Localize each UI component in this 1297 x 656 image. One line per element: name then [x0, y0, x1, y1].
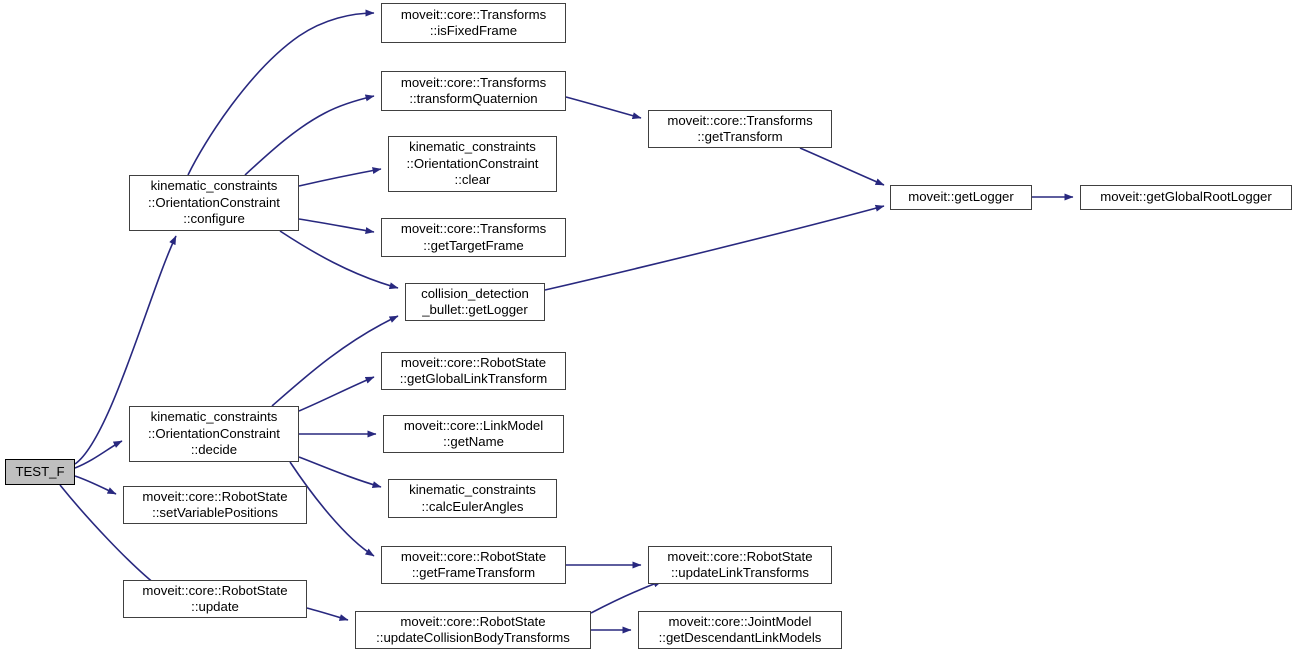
graph-node-update_collision_body_transforms[interactable]: moveit::core::RobotState ::updateCollisi…: [355, 611, 591, 649]
graph-node-label: moveit::core::RobotState ::updateLinkTra…: [667, 548, 813, 580]
graph-node-label: kinematic_constraints ::OrientationConst…: [406, 139, 539, 188]
graph-edge-transform_quaternion-to-get_transform: [565, 96, 642, 120]
graph-node-label: kinematic_constraints ::calcEulerAngles: [409, 482, 536, 514]
graph-node-label: moveit::getGlobalRootLogger: [1100, 189, 1272, 205]
graph-node-is_fixed_frame[interactable]: moveit::core::Transforms ::isFixedFrame: [381, 3, 566, 43]
graph-node-get_descendant_link_models[interactable]: moveit::core::JointModel ::getDescendant…: [638, 611, 842, 649]
graph-node-label: moveit::core::Transforms ::getTargetFram…: [400, 221, 547, 253]
graph-node-transform_quaternion[interactable]: moveit::core::Transforms ::transformQuat…: [381, 71, 566, 111]
graph-edge-configure-to-get_target_frame: [298, 218, 375, 235]
graph-node-label: moveit::core::RobotState ::setVariablePo…: [142, 488, 288, 520]
graph-node-update[interactable]: moveit::core::RobotState ::update: [123, 580, 307, 618]
graph-node-get_global_link_transform[interactable]: moveit::core::RobotState ::getGlobalLink…: [381, 352, 566, 390]
graph-node-label: moveit::core::LinkModel ::getName: [403, 417, 544, 449]
graph-node-configure[interactable]: kinematic_constraints ::OrientationConst…: [129, 175, 299, 231]
graph-edge-update-to-update_collision_body_transforms: [306, 607, 349, 621]
graph-node-label: moveit::core::RobotState ::update: [142, 582, 288, 614]
graph-node-get_logger[interactable]: moveit::getLogger: [890, 185, 1032, 210]
graph-node-test_f[interactable]: TEST_F: [5, 459, 75, 485]
graph-edge-update_collision_body_transforms-to-update_link_transforms: [590, 580, 663, 614]
graph-node-label: moveit::core::RobotState ::getFrameTrans…: [400, 548, 547, 580]
graph-node-label: moveit::core::RobotState ::getGlobalLink…: [399, 354, 548, 386]
graph-node-get_name[interactable]: moveit::core::LinkModel ::getName: [383, 415, 564, 453]
graph-node-label: moveit::core::RobotState ::updateCollisi…: [376, 613, 570, 645]
graph-node-update_link_transforms[interactable]: moveit::core::RobotState ::updateLinkTra…: [648, 546, 832, 584]
graph-edge-decide-to-calc_euler_angles: [298, 456, 382, 488]
graph-node-get_global_root_logger[interactable]: moveit::getGlobalRootLogger: [1080, 185, 1292, 210]
graph-node-label: kinematic_constraints ::OrientationConst…: [148, 409, 280, 458]
graph-node-label: collision_detection _bullet::getLogger: [421, 285, 529, 317]
graph-node-calc_euler_angles[interactable]: kinematic_constraints ::calcEulerAngles: [388, 479, 557, 518]
graph-node-label: TEST_F: [15, 463, 65, 479]
graph-node-bullet_get_logger[interactable]: collision_detection _bullet::getLogger: [405, 283, 545, 321]
graph-edge-configure-to-is_fixed_frame: [187, 9, 375, 176]
graph-edge-test_f-to-decide: [74, 440, 123, 469]
graph-node-get_target_frame[interactable]: moveit::core::Transforms ::getTargetFram…: [381, 218, 566, 257]
graph-edge-decide-to-get_global_link_transform: [298, 376, 375, 412]
graph-node-label: moveit::getLogger: [908, 189, 1014, 205]
graph-edge-configure-to-transform_quaternion: [244, 94, 375, 176]
graph-edge-get_transform-to-get_logger: [799, 147, 885, 186]
graph-node-get_frame_transform[interactable]: moveit::core::RobotState ::getFrameTrans…: [381, 546, 566, 584]
graph-edge-bullet_get_logger-to-get_logger: [544, 204, 885, 291]
graph-edge-decide-to-bullet_get_logger: [271, 315, 399, 407]
graph-node-clear[interactable]: kinematic_constraints ::OrientationConst…: [388, 136, 557, 192]
graph-node-label: kinematic_constraints ::OrientationConst…: [148, 178, 280, 227]
graph-edge-test_f-to-set_variable_positions: [74, 475, 117, 495]
graph-node-label: moveit::core::Transforms ::isFixedFrame: [400, 6, 547, 38]
graph-edge-configure-to-clear: [298, 167, 382, 187]
graph-node-label: moveit::core::Transforms ::getTransform: [667, 112, 813, 144]
graph-node-label: moveit::core::JointModel ::getDescendant…: [658, 613, 822, 645]
graph-node-get_transform[interactable]: moveit::core::Transforms ::getTransform: [648, 110, 832, 148]
edges-group: [59, 9, 1074, 634]
graph-node-set_variable_positions[interactable]: moveit::core::RobotState ::setVariablePo…: [123, 486, 307, 524]
graph-node-label: moveit::core::Transforms ::transformQuat…: [400, 74, 547, 106]
graph-node-decide[interactable]: kinematic_constraints ::OrientationConst…: [129, 406, 299, 462]
